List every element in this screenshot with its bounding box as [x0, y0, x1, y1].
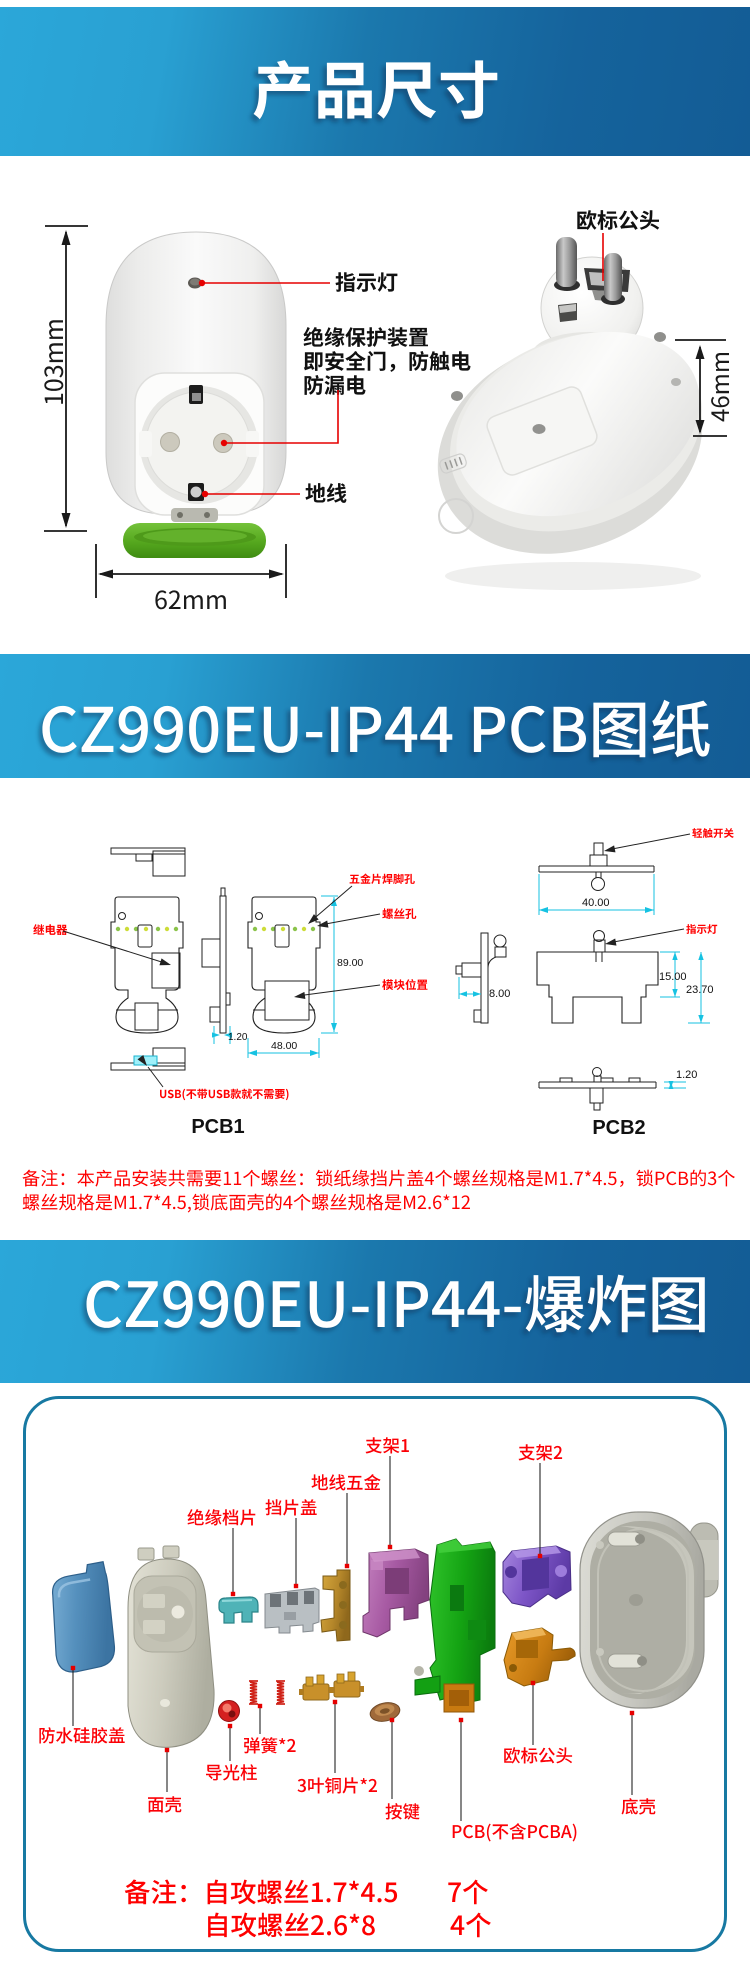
svg-text:48.00: 48.00	[271, 1040, 297, 1052]
svg-text:1.20: 1.20	[676, 1069, 697, 1081]
svg-text:PCB2: PCB2	[592, 1117, 645, 1139]
svg-text:PCB1: PCB1	[191, 1116, 244, 1138]
svg-text:15.00: 15.00	[659, 971, 687, 983]
svg-text:8.00: 8.00	[489, 988, 510, 1000]
svg-text:89.00: 89.00	[337, 957, 363, 969]
svg-text:40.00: 40.00	[582, 897, 610, 909]
svg-text:23.70: 23.70	[686, 984, 714, 996]
svg-text:1.20: 1.20	[228, 1032, 248, 1043]
